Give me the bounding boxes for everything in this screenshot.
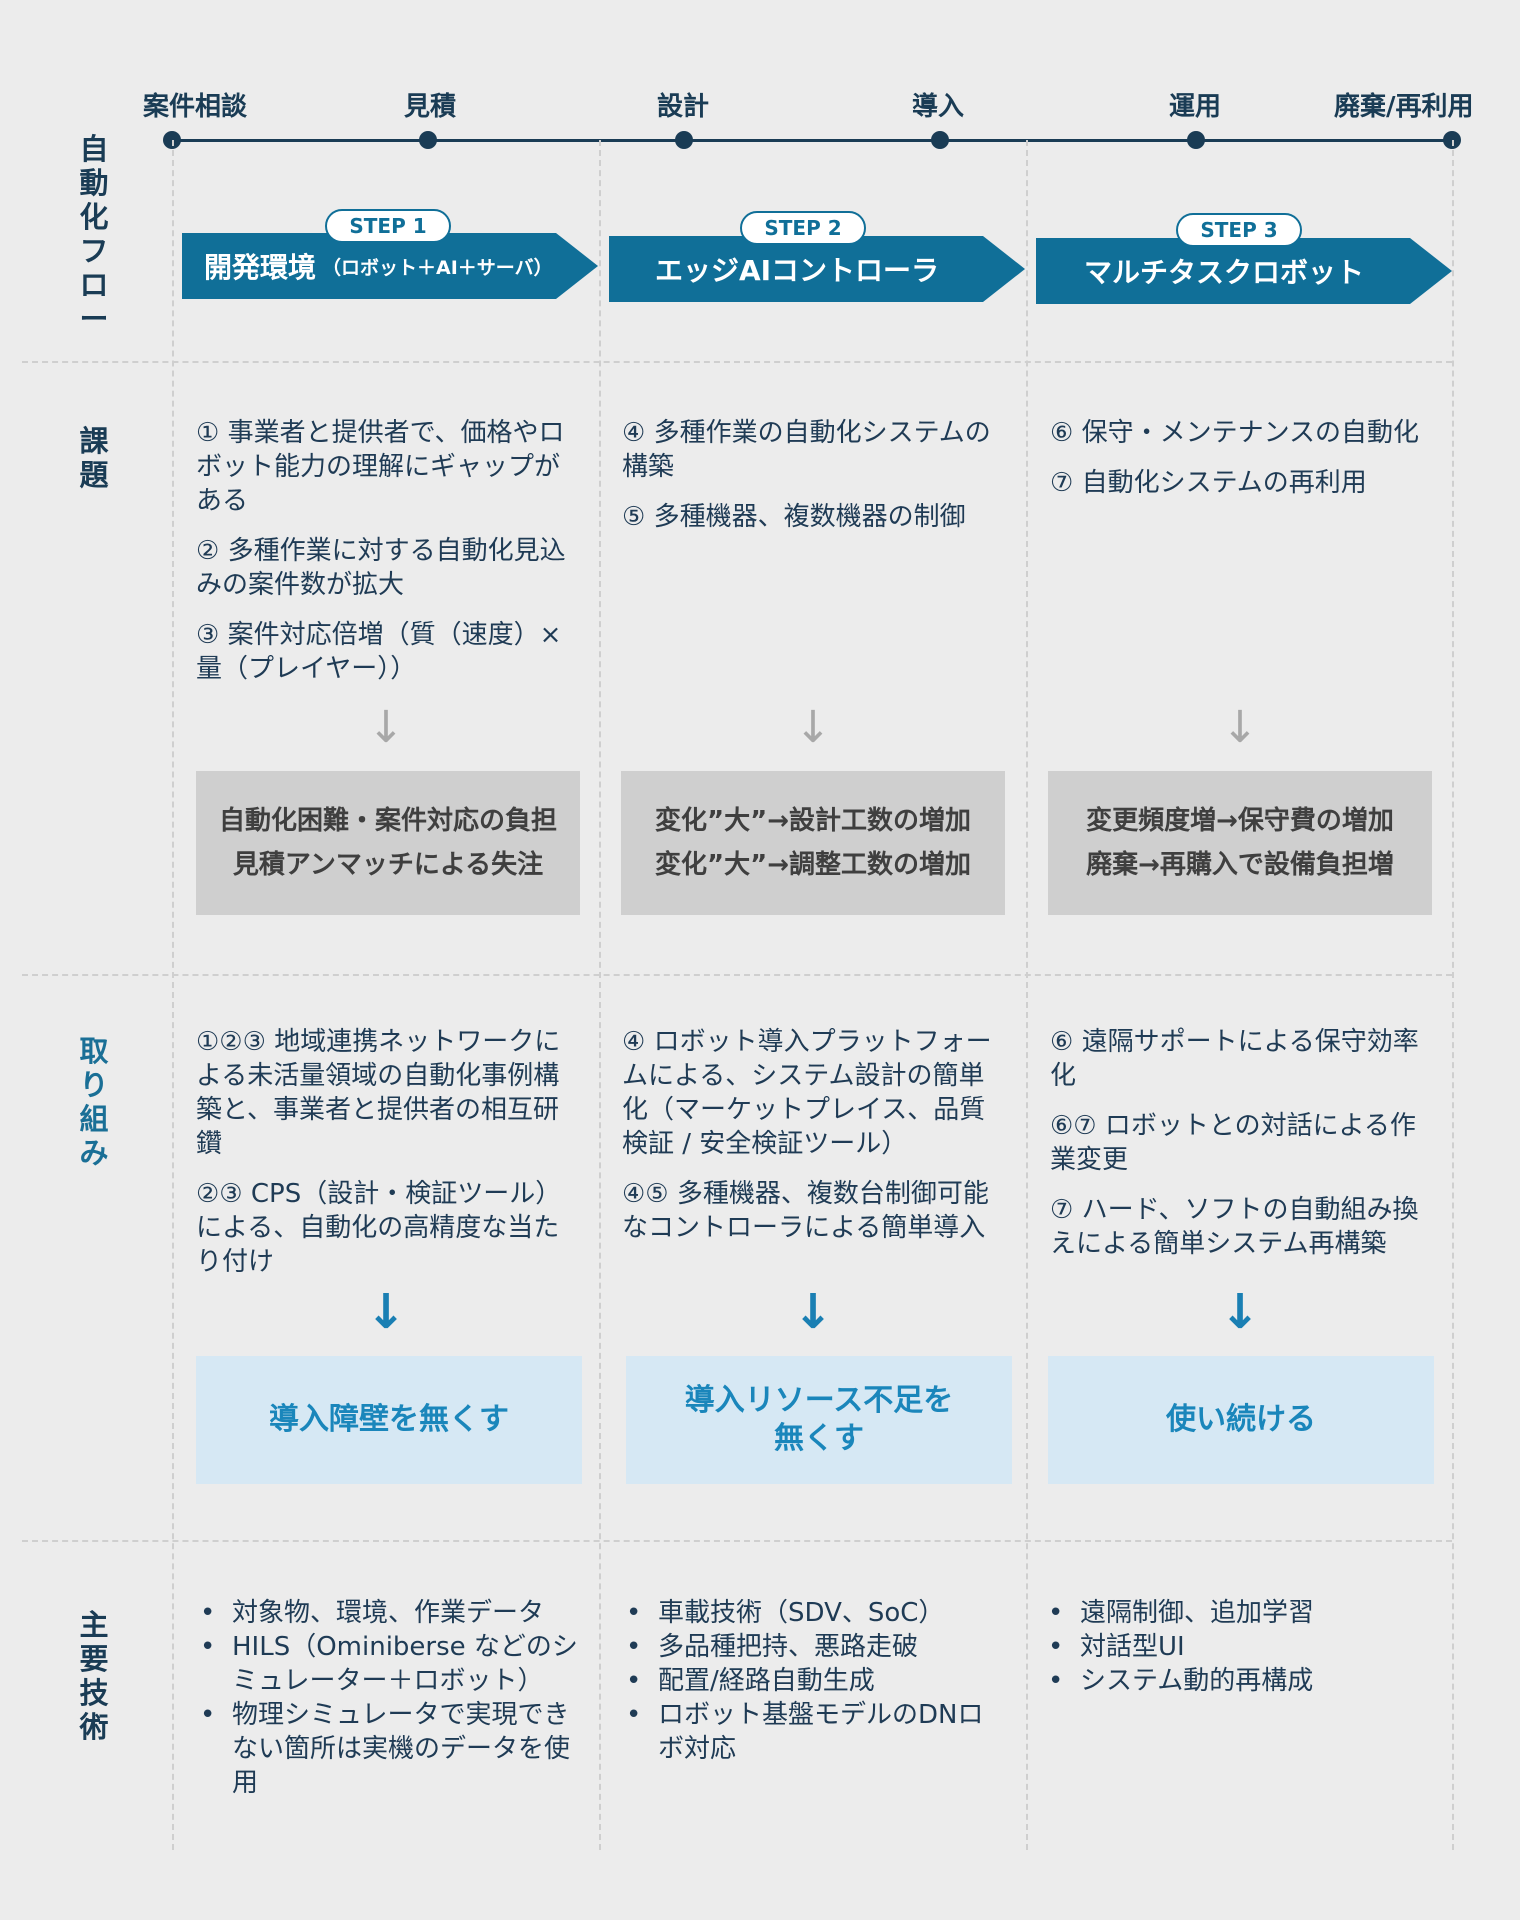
row-divider <box>22 1540 1452 1542</box>
effort-result-line: 無くす <box>774 1421 864 1456</box>
timeline-dot <box>675 131 693 149</box>
issue-result-box: 変更頻度増→保守費の増加 廃棄→再購入で設備負担増 <box>1048 771 1432 915</box>
issue-item: ⑤ 多種機器、複数機器の制御 <box>622 502 966 532</box>
timeline-dot <box>931 131 949 149</box>
timeline-stage-label: 設計 <box>657 92 710 122</box>
issue-result-line: 変化”大”→設計工数の増加 <box>655 806 971 836</box>
step1-subtitle: （ロボット＋AI＋サーバ） <box>322 256 553 279</box>
effort-item: ②③ CPS（設計・検証ツール）による、自動化の高精度な当たり付け <box>196 1179 562 1277</box>
arrow-down-icon: ↓ <box>1219 1284 1261 1340</box>
issues-col-3: ⑥ 保守・メンテナンスの自動化 ⑦ 自動化システムの再利用 <box>1050 416 1436 516</box>
effort-item: ⑥ 遠隔サポートによる保守効率化 <box>1050 1027 1419 1091</box>
issue-item: ④ 多種作業の自動化システムの構築 <box>622 418 991 482</box>
row-divider <box>22 361 1452 363</box>
timeline-dot <box>419 131 437 149</box>
step3-banner: マルチタスクロボット <box>1036 238 1452 304</box>
issue-result-line: 見積アンマッチによる失注 <box>232 850 544 880</box>
effort-item: ⑥⑦ ロボットとの対話による作業変更 <box>1050 1111 1416 1175</box>
tech-list-col-3: 遠隔制御、追加学習 対話型UI システム動的再構成 <box>1044 1596 1430 1698</box>
step2-title: エッジAIコントローラ <box>654 254 940 287</box>
timeline-stage-label: 廃棄/再利用 <box>1334 92 1474 122</box>
tech-item: 配置/経路自動生成 <box>622 1664 1008 1698</box>
efforts-col-3: ⑥ 遠隔サポートによる保守効率化 ⑥⑦ ロボットとの対話による作業変更 ⑦ ハー… <box>1050 1025 1436 1277</box>
issues-col-1: ① 事業者と提供者で、価格やロボット能力の理解にギャップがある ② 多種作業に対… <box>196 416 582 702</box>
step2-pill: STEP 2 <box>740 211 866 245</box>
tech-item: 物理シミュレータで実現できない箇所は実機のデータを使用 <box>196 1698 582 1800</box>
step3-title: マルチタスクロボット <box>1083 256 1364 289</box>
effort-result-box: 導入リソース不足を 無くす <box>626 1356 1012 1484</box>
effort-result-line: 導入リソース不足を <box>684 1383 954 1418</box>
efforts-col-2: ④ ロボット導入プラットフォームによる、システム設計の簡単化（マーケットプレイス… <box>622 1025 1008 1261</box>
issue-result-box: 変化”大”→設計工数の増加 変化”大”→調整工数の増加 <box>621 771 1005 915</box>
effort-item: ⑦ ハード、ソフトの自動組み換えによる簡単システム再構築 <box>1050 1195 1419 1259</box>
tech-item: HILS（Ominiberse などのシミュレーター＋ロボット） <box>196 1630 582 1698</box>
tech-item: 遠隔制御、追加学習 <box>1044 1596 1430 1630</box>
effort-item: ①②③ 地域連携ネットワークによる未活量領域の自動化事例構築と、事業者と提供者の… <box>196 1027 561 1159</box>
issue-result-line: 自動化困難・案件対応の負担 <box>218 806 557 836</box>
effort-result-line: 使い続ける <box>1166 1402 1316 1437</box>
issue-result-box: 自動化困難・案件対応の負担 見積アンマッチによる失注 <box>196 771 580 915</box>
effort-result-box: 使い続ける <box>1048 1356 1434 1484</box>
column-divider <box>1452 140 1454 1850</box>
issue-item: ⑦ 自動化システムの再利用 <box>1050 468 1367 498</box>
row-header-efforts: 取り組み <box>79 1034 109 1170</box>
timeline-stage-label: 案件相談 <box>143 92 248 122</box>
step3-pill: STEP 3 <box>1176 213 1302 247</box>
effort-result-line: 導入障壁を無くす <box>269 1402 509 1437</box>
issue-item: ① 事業者と提供者で、価格やロボット能力の理解にギャップがある <box>196 418 565 516</box>
tech-item: 多品種把持、悪路走破 <box>622 1630 1008 1664</box>
arrow-down-icon: ↓ <box>367 702 405 753</box>
row-header-issues: 課題 <box>79 424 109 492</box>
arrow-down-icon: ↓ <box>792 1284 834 1340</box>
tech-list-col-1: 対象物、環境、作業データ HILS（Ominiberse などのシミュレーター＋… <box>196 1596 582 1800</box>
timeline-stage-label: 運用 <box>1169 92 1222 122</box>
arrow-down-icon: ↓ <box>365 1284 407 1340</box>
row-header-flow: 自動化フロー <box>79 132 109 336</box>
arrow-down-icon: ↓ <box>794 702 832 753</box>
step1-pill: STEP 1 <box>325 209 451 243</box>
tech-list-col-2: 車載技術（SDV、SoC） 多品種把持、悪路走破 配置/経路自動生成 ロボット基… <box>622 1596 1008 1766</box>
step1-title: 開発環境 <box>204 251 317 284</box>
tech-item: 対象物、環境、作業データ <box>196 1596 582 1630</box>
column-divider <box>172 140 174 1850</box>
timeline-stage-label: 導入 <box>912 92 965 122</box>
issue-result-line: 変化”大”→調整工数の増加 <box>655 850 971 880</box>
issues-col-2: ④ 多種作業の自動化システムの構築 ⑤ 多種機器、複数機器の制御 <box>622 416 1008 550</box>
effort-result-box: 導入障壁を無くす <box>196 1356 582 1484</box>
tech-item: システム動的再構成 <box>1044 1664 1430 1698</box>
timeline-dot <box>1187 131 1205 149</box>
column-divider <box>599 140 601 1850</box>
effort-item: ④⑤ 多種機器、複数台制御可能なコントローラによる簡単導入 <box>622 1179 989 1243</box>
step1-banner: 開発環境 （ロボット＋AI＋サーバ） <box>182 233 598 299</box>
issue-item: ③ 案件対応倍増（質（速度）× 量（プレイヤー）） <box>196 620 562 684</box>
timeline-line <box>172 139 1452 142</box>
tech-item: 車載技術（SDV、SoC） <box>622 1596 1008 1630</box>
tech-item: 対話型UI <box>1044 1630 1430 1664</box>
issue-result-line: 変更頻度増→保守費の増加 <box>1086 806 1394 836</box>
timeline-stage-label: 見積 <box>404 92 457 122</box>
row-divider <box>22 974 1452 976</box>
issue-result-line: 廃棄→再購入で設備負担増 <box>1086 850 1394 880</box>
column-divider <box>1026 140 1028 1850</box>
effort-item: ④ ロボット導入プラットフォームによる、システム設計の簡単化（マーケットプレイス… <box>622 1027 992 1159</box>
issue-item: ⑥ 保守・メンテナンスの自動化 <box>1050 418 1420 448</box>
efforts-col-1: ①②③ 地域連携ネットワークによる未活量領域の自動化事例構築と、事業者と提供者の… <box>196 1025 582 1295</box>
arrow-down-icon: ↓ <box>1221 702 1259 753</box>
step2-banner: エッジAIコントローラ <box>609 236 1025 302</box>
row-header-tech: 主要技術 <box>79 1608 109 1744</box>
tech-item: ロボット基盤モデルのDNロボ対応 <box>622 1698 1008 1766</box>
issue-item: ② 多種作業に対する自動化見込みの案件数が拡大 <box>196 536 566 600</box>
